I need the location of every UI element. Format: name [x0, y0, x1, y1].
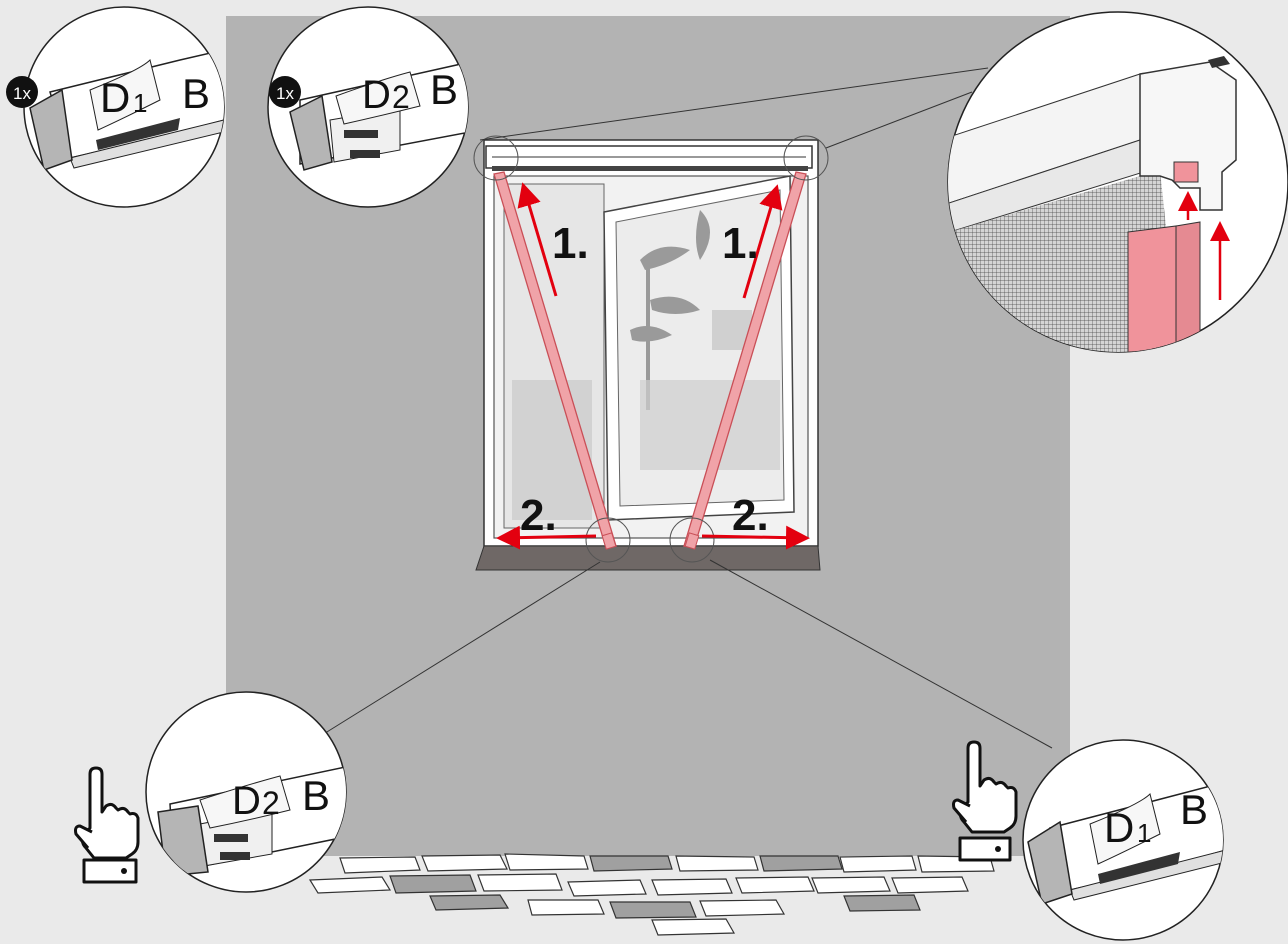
part-label-d: D [362, 73, 391, 117]
part-label-d: D [232, 779, 261, 823]
part-label-b: B [302, 772, 330, 819]
window-sill [476, 546, 820, 570]
badge-text: 1x [13, 84, 31, 103]
callout-bottom-right: D 1 B [1023, 740, 1226, 940]
pointing-hand-icon [76, 768, 139, 882]
part-label-index: 1 [133, 88, 147, 118]
paving-stones [310, 854, 994, 935]
badge-1x-top-mid: 1x [269, 76, 301, 108]
callout-top-left: 1x D 1 B [6, 7, 232, 207]
part-label-d: D [1104, 804, 1134, 851]
badge-1x-top-left: 1x [6, 76, 38, 108]
callout-top-mid: 1x D 2 B [268, 7, 470, 207]
step-label-2-right: 2. [732, 491, 769, 540]
part-label-b: B [1180, 786, 1208, 833]
step-label-1-right: 1. [722, 219, 759, 268]
step-label-2-left: 2. [520, 491, 557, 540]
part-label-index: 1 [1137, 818, 1151, 848]
step-label-1-left: 1. [552, 219, 589, 268]
part-label-d: D [100, 74, 130, 121]
part-label-b: B [430, 66, 458, 113]
part-label-index: 2 [392, 79, 410, 115]
part-label-index: 2 [262, 785, 280, 821]
badge-text: 1x [276, 84, 294, 103]
part-label-b: B [182, 70, 210, 117]
